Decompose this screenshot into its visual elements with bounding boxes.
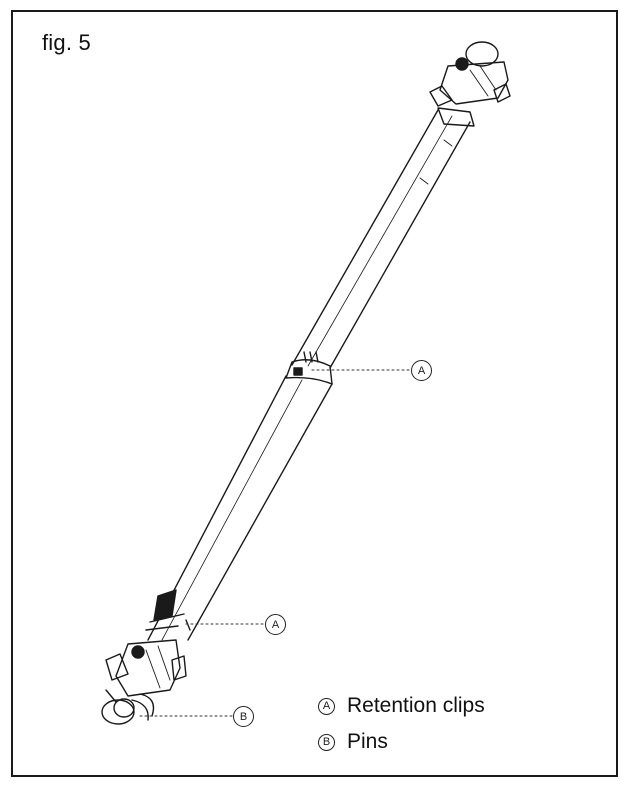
callout-retention-clip-lower: A bbox=[265, 614, 286, 635]
pins bbox=[101, 689, 155, 725]
figure-label: fig. 5 bbox=[42, 30, 91, 55]
callout-pins: B bbox=[233, 706, 254, 727]
upper-pole-section bbox=[291, 109, 471, 369]
legend: A Retention clips B Pins bbox=[318, 688, 485, 760]
top-end-fitting bbox=[429, 41, 511, 127]
legend-item-pins: B Pins bbox=[318, 724, 485, 760]
figure-frame bbox=[11, 10, 618, 777]
legend-text: Retention clips bbox=[347, 694, 485, 717]
lower-pole-section bbox=[147, 375, 333, 641]
legend-marker: A bbox=[318, 697, 335, 715]
callout-leaders bbox=[139, 369, 411, 717]
middle-collar bbox=[285, 351, 333, 385]
legend-marker: B bbox=[318, 733, 335, 751]
legend-item-retention-clips: A Retention clips bbox=[318, 688, 485, 724]
legend-text: Pins bbox=[347, 730, 388, 753]
callout-retention-clip-upper: A bbox=[411, 360, 432, 381]
bottom-end-fitting bbox=[105, 639, 187, 697]
lower-clip-area bbox=[145, 589, 191, 631]
